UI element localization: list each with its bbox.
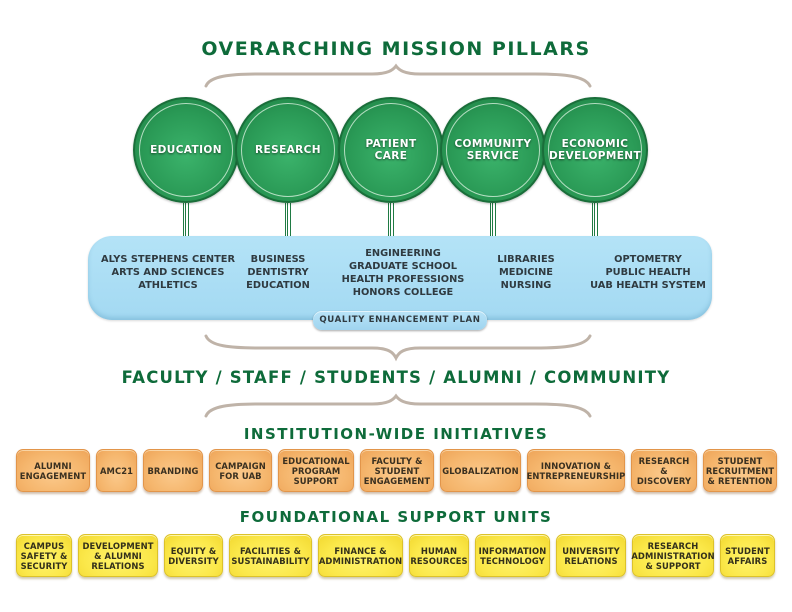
pillar-stem [490,203,496,236]
pillar-label: EDUCATION [150,144,222,156]
initiative-amc21: AMC21 [96,449,137,492]
initiative-research-discovery: RESEARCH& DISCOVERY [631,449,697,492]
initiative-innovation-entrepreneurship: INNOVATION &ENTREPRENEURSHIP [527,449,625,492]
mission-pillars-heading: OVERARCHING MISSION PILLARS [201,38,591,60]
pillar-education: EDUCATION [133,97,239,203]
quality-enhancement-plan-badge: QUALITY ENHANCEMENT PLAN [313,311,487,330]
pillar-stem [285,203,291,236]
foundational-heading: FOUNDATIONAL SUPPORT UNITS [239,508,553,526]
support-finance-administration: FINANCE &ADMINISTRATION [318,534,403,577]
pillar-stem [388,203,394,236]
pillar-stem [592,203,598,236]
initiatives-heading: INSTITUTION-WIDE INITIATIVES [243,425,549,443]
pillar-stem [183,203,189,236]
pillar-label: RESEARCH [255,144,321,156]
pillar-research: RESEARCH [235,97,341,203]
support-equity-diversity: EQUITY &DIVERSITY [164,534,223,577]
initiative-branding: BRANDING [143,449,203,492]
initiative-globalization: GLOBALIZATION [440,449,521,492]
support-facilities-sustainability: FACILITIES &SUSTAINABILITY [229,534,312,577]
community-heading: FACULTY / STAFF / STUDENTS / ALUMNI / CO… [121,368,671,387]
